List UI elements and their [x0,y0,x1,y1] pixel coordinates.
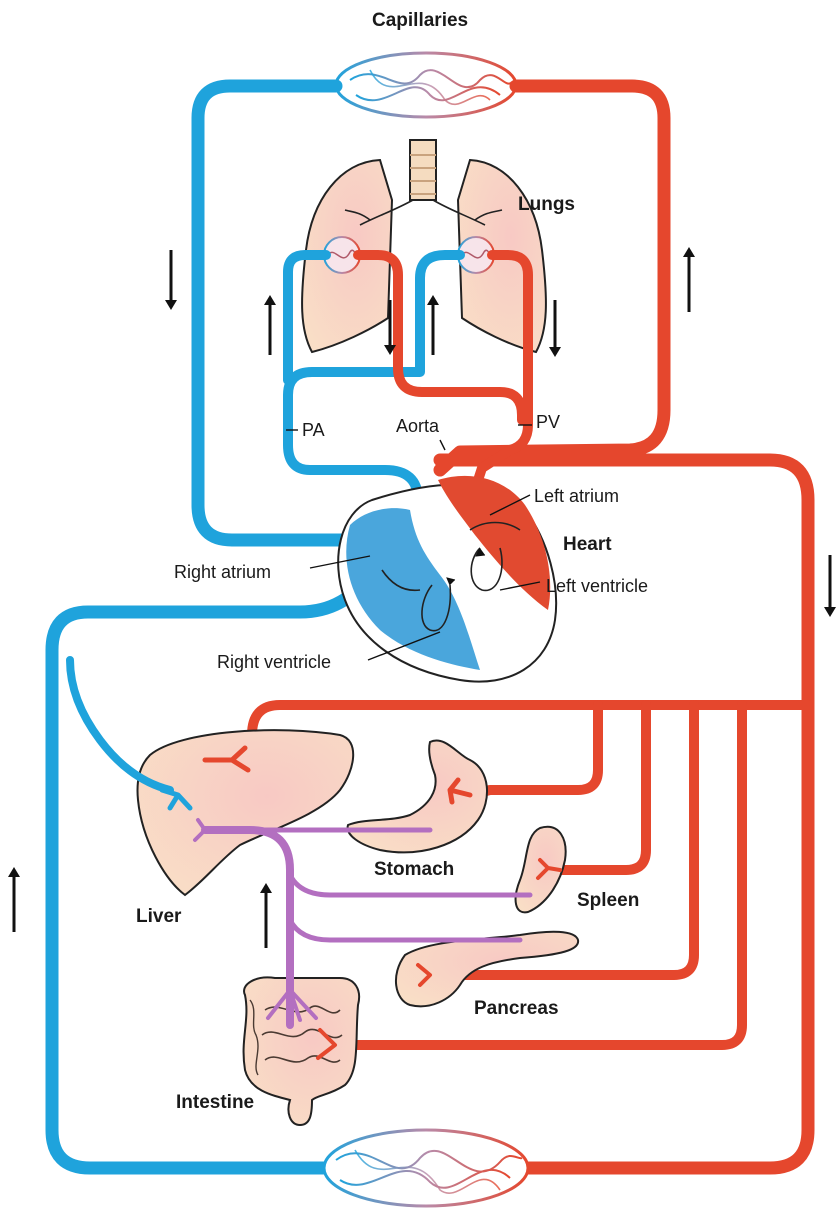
label-capillaries-top: Capillaries [372,10,468,31]
label-left-atrium: Left atrium [534,486,619,506]
label-lungs: Lungs [518,194,575,215]
label-aorta: Aorta [396,416,440,436]
heart [338,476,556,682]
artery-to-stomach [470,705,598,795]
bottom-capillaries [324,1130,528,1206]
portal-vein-pancreas [290,920,520,940]
top-capillaries [336,53,516,117]
label-right-atrium: Right atrium [174,562,271,582]
pancreas [396,932,578,1007]
spleen [516,827,566,913]
label-spleen: Spleen [577,890,639,911]
label-stomach: Stomach [374,859,454,880]
label-heart: Heart [563,534,612,555]
label-pa: PA [302,420,325,440]
label-intestine: Intestine [176,1092,254,1113]
label-pv: PV [536,412,560,432]
stomach [348,741,487,853]
liver [138,730,354,895]
label-pancreas: Pancreas [474,998,559,1019]
label-left-ventricle: Left ventricle [546,576,648,596]
label-right-ventricle: Right ventricle [217,652,331,672]
label-liver: Liver [136,906,182,927]
